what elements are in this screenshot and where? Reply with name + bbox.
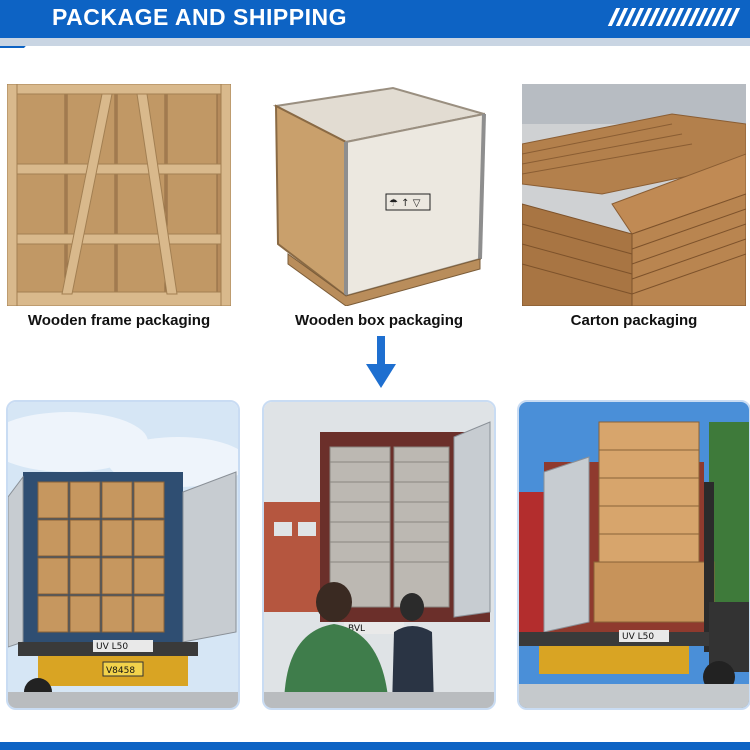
header-banner	[0, 0, 750, 38]
page-title: PACKAGE AND SHIPPING	[52, 4, 347, 30]
svg-text:☂ ↑ ▽: ☂ ↑ ▽	[389, 198, 421, 209]
footer-bar	[0, 742, 750, 750]
workers-loading-container-photo: BVL	[262, 400, 496, 710]
carton-stacks-photo	[522, 84, 746, 306]
container-loaded-cartons-photo: V8458 UV L50	[6, 400, 240, 710]
packaging-label-wooden-frame: Wooden frame packaging	[27, 312, 211, 329]
banner-stripes-decoration	[607, 8, 741, 26]
truck-plate: V8458	[106, 666, 135, 676]
arrow-down-icon	[366, 336, 396, 388]
banner-shadow	[0, 38, 750, 46]
container-plate-3: UV L50	[622, 632, 654, 642]
container-plate: UV L50	[96, 642, 128, 652]
wooden-box-crate-photo: ☂ ↑ ▽	[268, 84, 490, 306]
packaging-label-wooden-box: Wooden box packaging	[294, 312, 464, 329]
container-plate-2: BVL	[348, 624, 365, 634]
wooden-frame-crate-photo	[7, 84, 231, 306]
forklift-loading-container-photo: UV L50	[517, 400, 750, 710]
packaging-label-carton: Carton packaging	[570, 312, 698, 329]
